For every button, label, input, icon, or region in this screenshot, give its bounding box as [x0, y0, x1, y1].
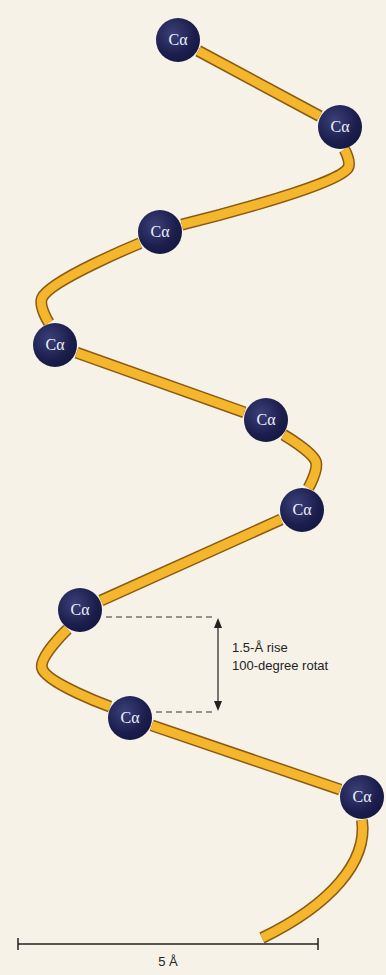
backbone-outline: [42, 629, 110, 706]
backbone-tube: [41, 243, 140, 323]
backbone-tube: [101, 519, 281, 600]
backbone-segment: [42, 629, 110, 706]
dimension-dash: [156, 712, 214, 713]
atom-label: Cα: [256, 412, 275, 428]
c-alpha-atom: Cα: [108, 696, 152, 740]
backbone-outline: [152, 725, 340, 789]
atom-label: Cα: [168, 32, 187, 48]
backbone-outline: [182, 150, 349, 225]
backbone-segment: [77, 353, 245, 413]
c-alpha-atom: Cα: [33, 323, 77, 367]
backbone-tube: [42, 629, 110, 706]
backbone-segment: [284, 435, 317, 488]
arrow-head: [214, 618, 222, 628]
atom-label: Cα: [330, 119, 349, 135]
backbone-outline: [284, 435, 317, 488]
atom-label: Cα: [292, 502, 311, 518]
scale-bar: [18, 943, 318, 945]
arrow-head: [214, 701, 222, 711]
c-alpha-atom: Cα: [244, 398, 288, 442]
scale-tick: [317, 938, 319, 950]
atom-label: Cα: [120, 710, 139, 726]
dimension-label: 100-degree rotat: [232, 659, 328, 674]
atom-label: Cα: [150, 224, 169, 240]
backbone-tube: [198, 51, 319, 116]
atom-label: Cα: [45, 337, 64, 353]
c-alpha-atom: Cα: [156, 18, 200, 62]
backbone-outline: [41, 243, 140, 323]
scale-tick: [17, 938, 19, 950]
backbone-tube: [152, 725, 340, 789]
backbone-segment: [198, 51, 319, 116]
atom-label: Cα: [70, 602, 89, 618]
scale-label: 5 Å: [158, 955, 178, 970]
backbone-outline: [101, 519, 281, 600]
c-alpha-atom: Cα: [340, 775, 384, 819]
c-alpha-atom: Cα: [138, 210, 182, 254]
c-alpha-atom: Cα: [280, 488, 324, 532]
dimension-dash: [106, 617, 214, 618]
backbone-tube: [182, 150, 349, 225]
backbone-segment: [182, 150, 349, 225]
dimension-arrow: [217, 621, 218, 708]
backbone-segment: [152, 725, 340, 789]
backbone-segment: [41, 243, 140, 323]
helix-tail-outline: [262, 820, 363, 938]
c-alpha-atom: Cα: [58, 588, 102, 632]
c-alpha-atom: Cα: [318, 105, 362, 149]
backbone-tube: [77, 353, 245, 413]
helix-tail: [262, 820, 363, 938]
backbone-outline: [198, 51, 319, 116]
backbone-segment: [101, 519, 281, 600]
atom-label: Cα: [352, 789, 371, 805]
backbone-tube: [284, 435, 317, 488]
dimension-label: 1.5-Å rise: [232, 641, 288, 656]
backbone-outline: [77, 353, 245, 413]
